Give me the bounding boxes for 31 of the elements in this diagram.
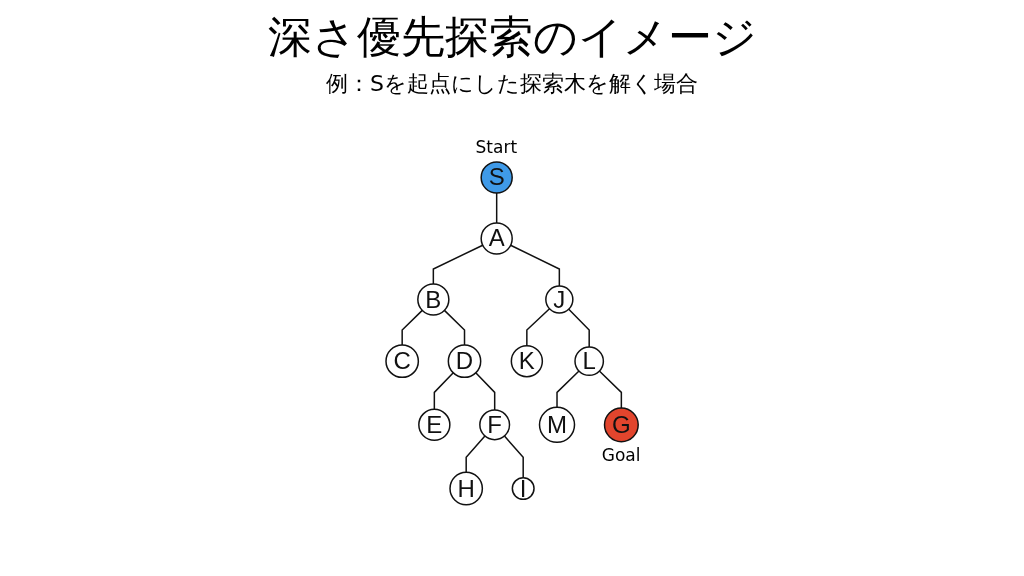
connector: [495, 192, 498, 224]
node-circle: D: [447, 344, 482, 379]
node-circle: J: [545, 285, 574, 314]
connector: [526, 308, 551, 347]
connector: [509, 244, 560, 287]
connector: [503, 435, 524, 479]
connector: [567, 308, 590, 348]
node-circle: H: [449, 471, 483, 506]
node-caption: Goal: [601, 444, 641, 465]
connector: [598, 370, 622, 409]
connector: [433, 372, 454, 411]
connector: [465, 435, 486, 474]
node-circle: L: [574, 346, 604, 377]
connector: [443, 309, 466, 346]
node-circle: M: [538, 406, 576, 444]
connector: [556, 370, 580, 409]
node-circle: F: [479, 409, 511, 441]
node-circle: C: [385, 344, 419, 379]
node-circle: E: [418, 408, 451, 442]
node-circle: I: [511, 476, 535, 501]
node-circle: A: [480, 222, 513, 255]
node-circle: G: [603, 407, 639, 443]
node-circle: K: [510, 344, 543, 378]
title: 深さ優先探索のイメージ: [267, 10, 757, 64]
connector: [401, 309, 423, 346]
connector: [474, 372, 496, 411]
node-caption: Start: [475, 137, 518, 158]
node-circle: S: [480, 161, 513, 194]
subtitle: 例：Sを起点にした探索木を解く場合: [326, 70, 698, 98]
connector: [432, 244, 484, 285]
node-circle: B: [417, 283, 450, 316]
